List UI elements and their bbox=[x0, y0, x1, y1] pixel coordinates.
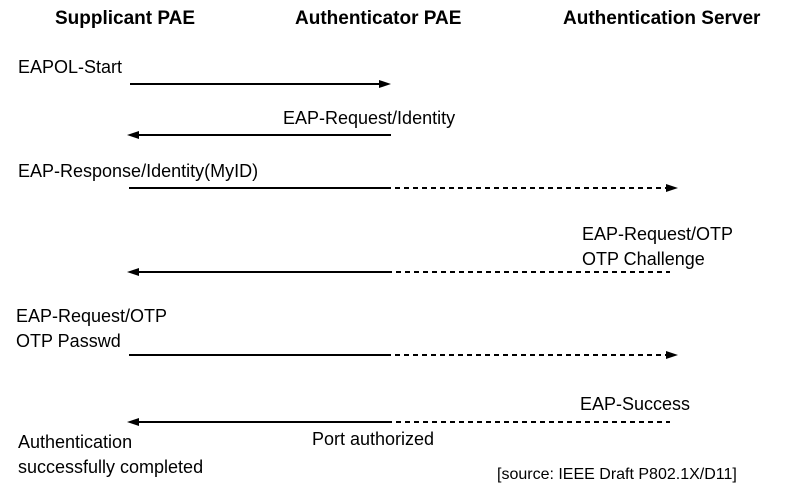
completion-note-line2: successfully completed bbox=[18, 457, 204, 477]
message-label-eap-request-otp-passwd: EAP-Request/OTP OTP Passwd bbox=[16, 304, 167, 354]
arrowhead-right-icon bbox=[666, 351, 678, 359]
message-label-eapol-start: EAPOL-Start bbox=[18, 57, 123, 77]
arrowhead-left-icon bbox=[127, 418, 139, 426]
message-label-line1: EAP-Request/OTP bbox=[582, 224, 734, 244]
arrow-line-solid bbox=[138, 271, 387, 273]
source-citation: [source: IEEE Draft P802.1X/D11] bbox=[497, 466, 737, 483]
port-authorized-note: Port authorized bbox=[312, 429, 435, 449]
message-arrow-eap-request-otp-passwd bbox=[129, 350, 678, 360]
arrow-line-solid bbox=[129, 354, 386, 356]
arrow-line-solid bbox=[130, 83, 380, 85]
arrow-line-dashed bbox=[386, 354, 666, 356]
arrow-line-solid bbox=[138, 134, 391, 136]
message-arrow-eap-response-identity bbox=[129, 183, 678, 193]
message-arrow-eap-request-otp-challenge bbox=[127, 267, 670, 277]
message-label-eap-request-identity: EAP-Request/Identity bbox=[283, 108, 456, 128]
completion-note: Authentication successfully completed bbox=[18, 430, 203, 480]
message-arrow-eapol-start bbox=[130, 79, 391, 89]
arrow-line-dashed bbox=[387, 271, 670, 273]
column-header-supplicant-pae: Supplicant PAE bbox=[55, 8, 196, 29]
message-label-line2: OTP Passwd bbox=[16, 331, 121, 351]
column-header-authenticator-pae: Authenticator PAE bbox=[295, 8, 462, 29]
message-label-eap-response-identity: EAP-Response/Identity(MyID) bbox=[18, 161, 259, 181]
message-label-line2: OTP Challenge bbox=[582, 249, 705, 269]
column-header-authentication-server: Authentication Server bbox=[563, 8, 761, 29]
message-label-eap-success: EAP-Success bbox=[580, 394, 691, 414]
arrow-line-dashed bbox=[387, 421, 670, 423]
message-label-line1: EAP-Request/OTP bbox=[16, 306, 168, 326]
message-label-eap-request-otp-challenge: EAP-Request/OTP OTP Challenge bbox=[582, 222, 733, 272]
arrow-line-dashed bbox=[386, 187, 666, 189]
arrowhead-right-icon bbox=[379, 80, 391, 88]
arrow-line-solid bbox=[138, 421, 387, 423]
arrowhead-right-icon bbox=[666, 184, 678, 192]
arrowhead-left-icon bbox=[127, 131, 139, 139]
completion-note-line1: Authentication bbox=[18, 432, 133, 452]
arrowhead-left-icon bbox=[127, 268, 139, 276]
message-arrow-eap-success bbox=[127, 417, 670, 427]
arrow-line-solid bbox=[129, 187, 386, 189]
message-arrow-eap-request-identity bbox=[127, 130, 391, 140]
